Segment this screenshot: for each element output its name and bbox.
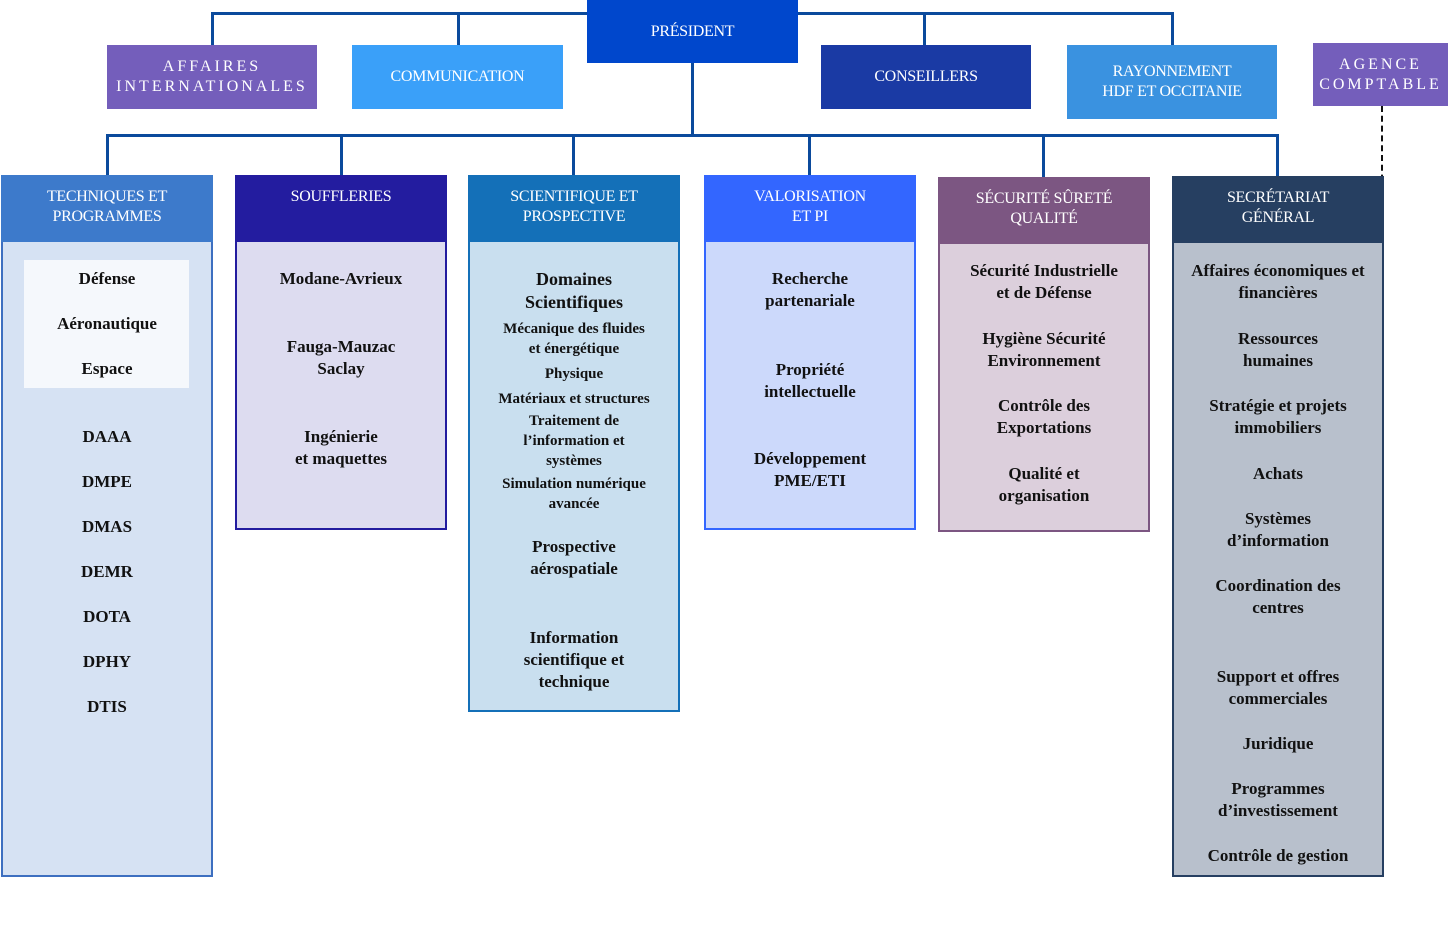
department-item[interactable]: Achats	[1252, 464, 1304, 483]
connector-col4	[808, 134, 811, 176]
column-body	[468, 242, 680, 712]
connector-conseillers	[923, 12, 926, 45]
column-header[interactable]: SECRÉTARIAT GÉNÉRAL	[1172, 176, 1384, 243]
column-valorisation-et-pi: VALORISATION ET PI Recherche partenariale…	[704, 175, 916, 530]
column-body	[938, 244, 1150, 532]
rayonnement-box[interactable]: RAYONNEMENT HDF ET OCCITANIE	[1067, 45, 1277, 119]
column-header[interactable]: SOUFFLERIES	[235, 175, 447, 242]
department-item[interactable]: Matériaux et structures	[498, 391, 650, 407]
connector-col2	[340, 134, 343, 176]
department-item[interactable]: Recherche partenariale	[765, 269, 855, 310]
department-item[interactable]: Prospective aérospatiale	[530, 537, 618, 578]
department-item[interactable]: Hygiène Sécurité Environnement	[982, 329, 1106, 370]
department-item[interactable]: Stratégie et projets immobiliers	[1209, 396, 1347, 437]
connector-col1	[106, 134, 109, 176]
connector-col6	[1276, 134, 1279, 177]
department-item[interactable]: Coordination des centres	[1215, 576, 1341, 617]
department-item[interactable]: Propriété intellectuelle	[764, 360, 856, 401]
column-securite-surete-qualite: SÉCURITÉ SÛRETÉ QUALITÉ Sécurité Industri…	[938, 177, 1150, 532]
column-header[interactable]: VALORISATION ET PI	[704, 175, 916, 242]
department-item[interactable]: Sécurité Industrielle et de Défense	[970, 261, 1118, 302]
connector-agence-dashed	[1381, 106, 1383, 210]
connector-col3	[572, 134, 575, 176]
department-item[interactable]: Mécanique des fluides et énergétique	[503, 321, 645, 357]
connector-col5	[1042, 134, 1045, 178]
department-item[interactable]: Information scientifique et technique	[523, 628, 625, 691]
department-item[interactable]: Physique	[544, 366, 604, 382]
column-body	[1172, 243, 1384, 877]
department-item[interactable]: DOTA	[83, 607, 131, 626]
column-header[interactable]: SÉCURITÉ SÛRETÉ QUALITÉ	[938, 177, 1150, 244]
department-item[interactable]: Juridique	[1242, 734, 1314, 753]
department-item[interactable]: Domaines Scientifiques	[524, 269, 623, 312]
department-item[interactable]: DEMR	[81, 562, 133, 581]
column-scientifique-et-prospective: SCIENTIFIQUE ET PROSPECTIVE Domaines Scie…	[468, 175, 680, 712]
column-body	[235, 242, 447, 530]
domains-highlight-box	[24, 260, 189, 388]
department-item[interactable]: DPHY	[82, 652, 132, 671]
connector-mid-horizontal	[106, 134, 1279, 137]
affaires-internationales-box[interactable]: AFFAIRES INTERNATIONALES	[107, 45, 317, 109]
department-item[interactable]: Aéronautique	[57, 314, 157, 333]
department-item[interactable]: Systèmes d’information	[1227, 509, 1329, 550]
column-secretariat-general: SECRÉTARIAT GÉNÉRAL Affaires économiques …	[1172, 176, 1384, 877]
agence-comptable-box[interactable]: AGENCE COMPTABLE	[1313, 43, 1448, 106]
department-item[interactable]: Développement PME/ETI	[753, 449, 867, 490]
department-item[interactable]: Modane-Avrieux	[279, 269, 403, 288]
department-item[interactable]: Traitement de l’information et systèmes	[523, 413, 625, 469]
department-item[interactable]: Contrôle de gestion	[1207, 846, 1349, 865]
connector-rayonnement	[1171, 12, 1174, 45]
president-box[interactable]: PRÉSIDENT	[587, 0, 798, 63]
column-header[interactable]: SCIENTIFIQUE ET PROSPECTIVE	[468, 175, 680, 242]
connector-communication	[457, 12, 460, 45]
department-item[interactable]: Programmes d’investissement	[1218, 779, 1338, 820]
department-item[interactable]: Espace	[81, 359, 133, 378]
department-item[interactable]: DAAA	[82, 427, 132, 446]
connector-president-down	[691, 63, 694, 136]
department-item[interactable]: Support et offres commerciales	[1216, 667, 1340, 708]
department-item[interactable]: DMAS	[81, 517, 133, 536]
department-item[interactable]: Contrôle des Exportations	[996, 396, 1092, 437]
department-item[interactable]: Affaires économiques et financières	[1191, 261, 1365, 302]
department-item[interactable]: Ressources humaines	[1238, 329, 1318, 370]
department-item[interactable]: DTIS	[87, 697, 127, 716]
conseillers-box[interactable]: CONSEILLERS	[821, 45, 1031, 109]
column-header[interactable]: TECHNIQUES ET PROGRAMMES	[1, 175, 213, 242]
department-item[interactable]: DMPE	[81, 472, 133, 491]
connector-affaires	[211, 12, 214, 45]
department-item[interactable]: Défense	[78, 269, 136, 288]
communication-box[interactable]: COMMUNICATION	[352, 45, 563, 109]
column-body	[704, 242, 916, 530]
department-item[interactable]: Simulation numérique avancée	[502, 476, 646, 512]
department-item[interactable]: Fauga-Mauzac Saclay	[286, 337, 396, 378]
department-item[interactable]: Ingénierie et maquettes	[294, 427, 388, 468]
department-item[interactable]: Qualité et organisation	[998, 464, 1090, 505]
